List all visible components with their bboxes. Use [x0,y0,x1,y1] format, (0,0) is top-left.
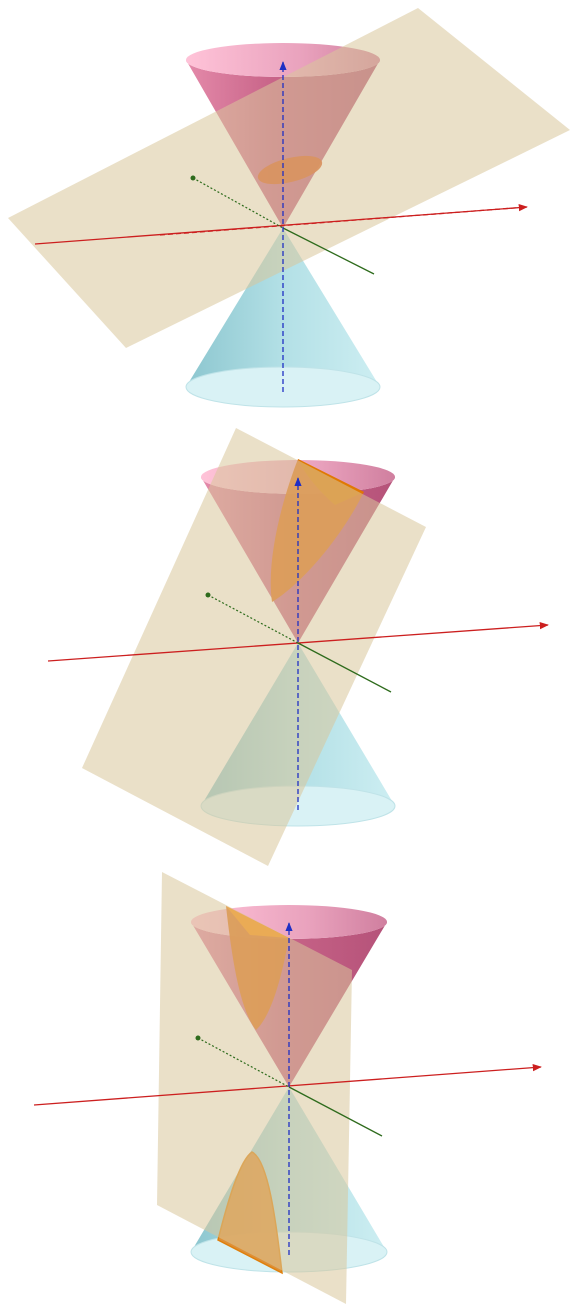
y-axis [197,1037,290,1088]
axes [34,61,528,392]
panel-parabola [47,428,549,866]
cutting-plane [82,428,426,866]
y-axis [192,177,284,229]
axes [47,477,549,810]
panel-hyperbola [33,872,542,1304]
y-axis [207,594,299,644]
cutting-plane [8,8,570,348]
axes [33,922,542,1255]
panel-ellipse [8,8,570,408]
